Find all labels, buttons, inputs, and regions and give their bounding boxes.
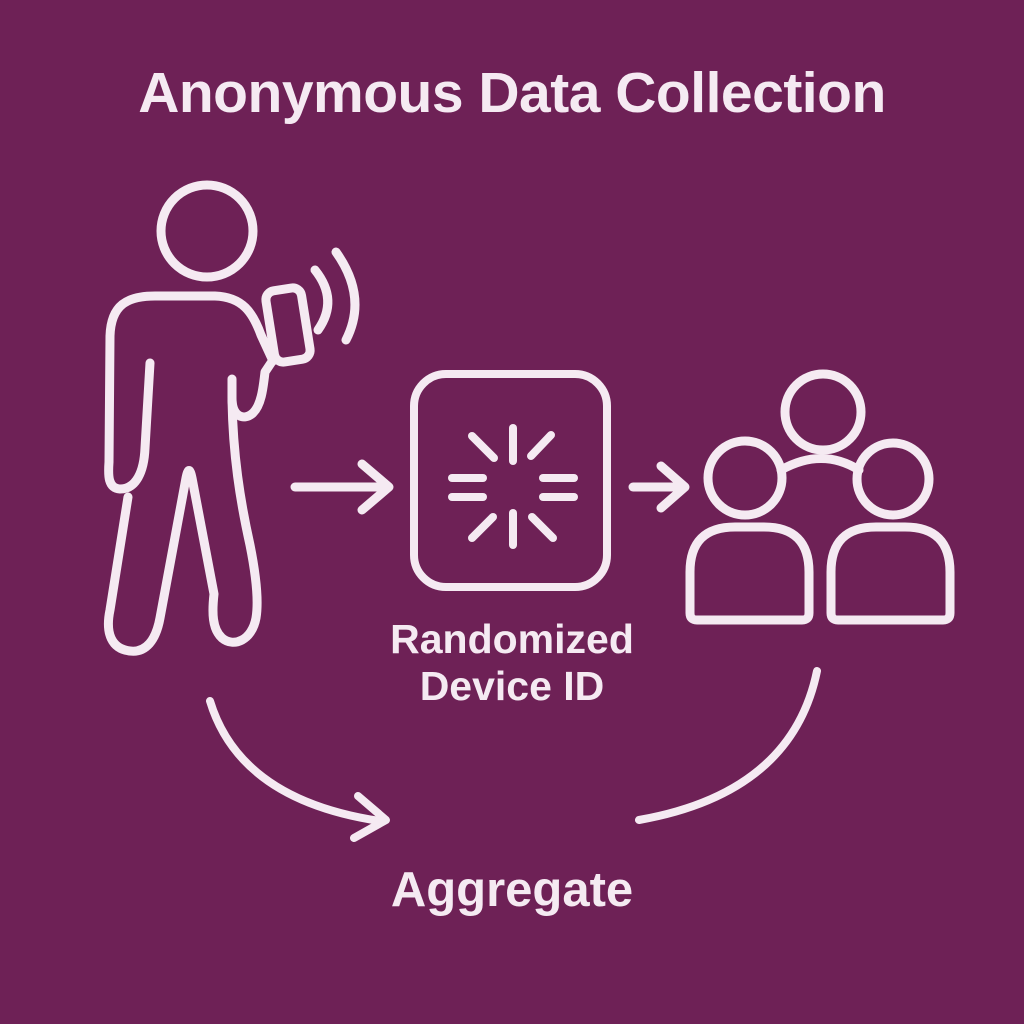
randomizer-burst-icon (448, 424, 578, 549)
signal-waves-icon (310, 247, 360, 345)
arrow-user-to-device-icon (290, 459, 394, 515)
person-legs (103, 395, 262, 656)
device-box-outline (410, 370, 611, 591)
group-back-shoulders (776, 454, 864, 475)
curve-user-to-aggregate-icon (206, 697, 390, 842)
group-left-body (685, 522, 814, 625)
person-forearm (227, 358, 276, 422)
device-id-label-line1: Randomized (390, 616, 634, 662)
group-back-head (780, 369, 866, 455)
person-with-phone-icon (103, 180, 360, 656)
person-head (156, 180, 258, 282)
device-id-label: Randomized Device ID (0, 616, 1024, 710)
group-right-body (826, 522, 955, 625)
group-right-head (852, 438, 934, 520)
randomized-device-box (410, 370, 611, 591)
phone-icon (261, 283, 315, 367)
person-torso (104, 291, 278, 494)
device-id-label-line2: Device ID (419, 663, 605, 709)
group-left-head (703, 436, 787, 520)
aggregate-label: Aggregate (390, 863, 634, 917)
people-group-icon (685, 369, 955, 625)
page-title: Anonymous Data Collection (138, 61, 886, 125)
curve-group-to-aggregate-icon (635, 667, 821, 824)
arrow-device-to-group-icon (628, 461, 690, 513)
